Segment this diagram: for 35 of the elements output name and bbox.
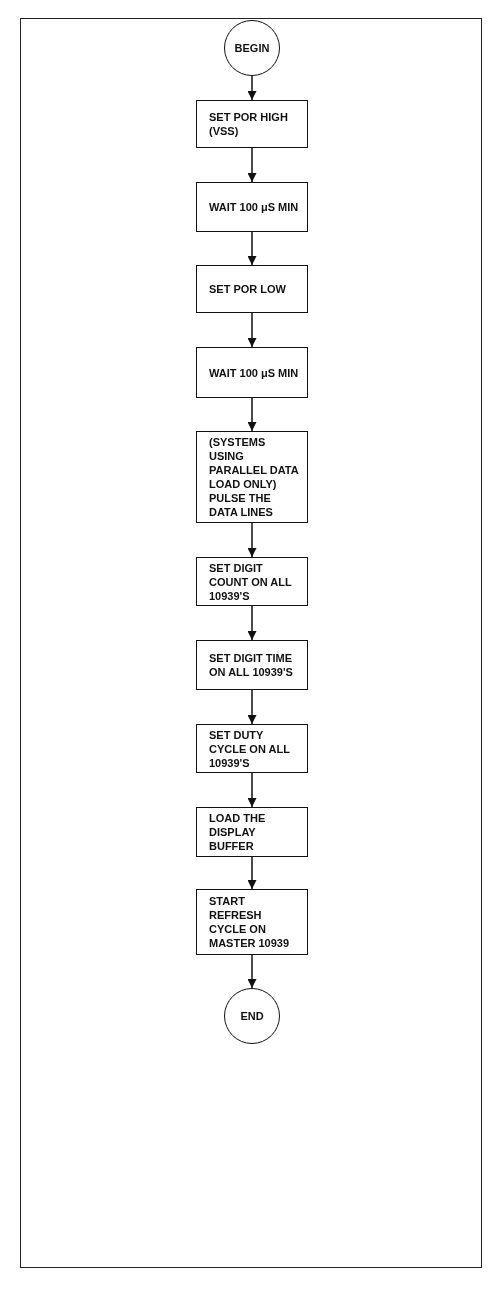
node-label: LOAD THE DISPLAY BUFFER	[209, 811, 267, 853]
arrow	[247, 147, 257, 183]
node-label: SET DIGIT TIME ON ALL 10939'S	[209, 651, 294, 679]
process-box	[196, 182, 308, 232]
node-label: (SYSTEMS USING PARALLEL DATA LOAD ONLY) PULSE THE DATA LINES	[209, 435, 299, 519]
node-label: WAIT 100 μS MIN	[209, 365, 299, 380]
node-label: SET DIGIT COUNT ON ALL 10939'S	[209, 560, 293, 603]
terminal-circle	[224, 988, 280, 1044]
process-box	[196, 640, 308, 690]
process-box	[196, 431, 308, 523]
node-label: SET POR LOW	[209, 282, 286, 296]
node-label: END	[240, 1009, 264, 1023]
node-label: SET POR HIGH (VSS)	[209, 110, 289, 138]
process-box	[196, 807, 308, 857]
node-label: BEGIN	[234, 41, 270, 55]
process-box	[196, 265, 308, 313]
arrow	[247, 772, 257, 808]
node-label: SET DUTY CYCLE ON ALL 10939'S	[209, 727, 291, 770]
arrow	[247, 522, 257, 558]
process-box	[196, 347, 308, 398]
arrow	[247, 75, 257, 101]
arrow	[247, 954, 257, 989]
process-box	[196, 557, 308, 606]
terminal-circle	[224, 20, 280, 76]
arrow	[247, 397, 257, 432]
process-box	[196, 889, 308, 955]
node-label: START REFRESH CYCLE ON MASTER 10939	[209, 894, 291, 950]
process-box	[196, 724, 308, 773]
node-label: WAIT 100 μS MIN	[209, 200, 299, 214]
arrow	[247, 689, 257, 725]
arrow	[247, 605, 257, 641]
arrow	[247, 231, 257, 266]
arrow	[247, 856, 257, 890]
process-box	[196, 100, 308, 148]
arrow	[247, 312, 257, 348]
